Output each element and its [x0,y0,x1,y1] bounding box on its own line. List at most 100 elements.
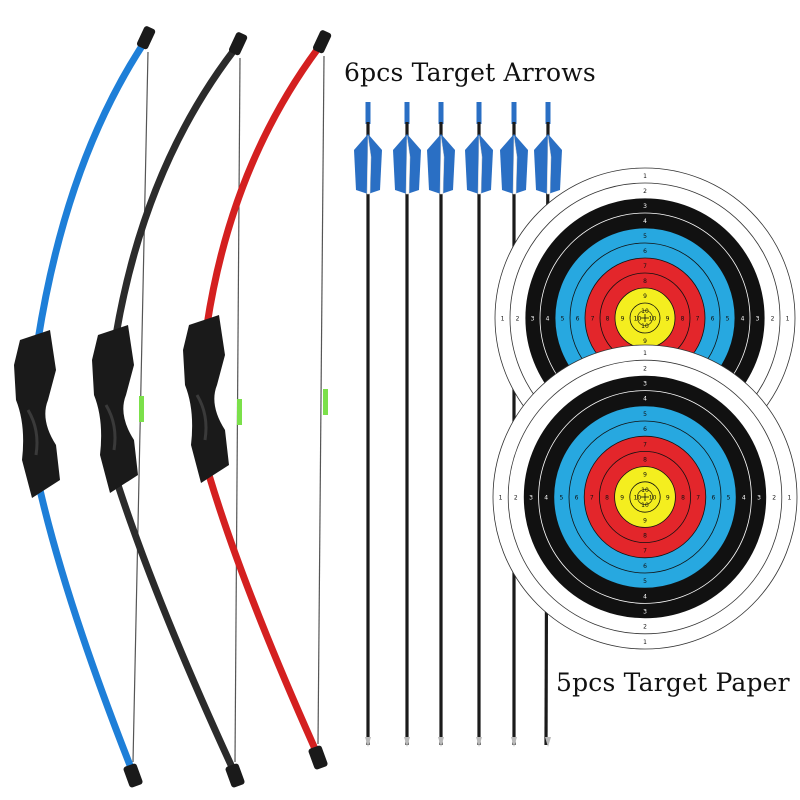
ring-number: 5 [561,316,565,323]
bow-limb [34,30,154,782]
ring-number: 9 [666,316,670,323]
ring-number: 6 [643,563,647,570]
ring-number: 2 [643,624,647,631]
string-nock-marker [139,396,144,422]
bow-grip [92,325,138,493]
ring-number: 4 [741,316,745,323]
ring-number: 10 [641,323,649,330]
ring-number: 6 [643,426,647,433]
arrow-icon [393,102,421,747]
ring-number: 7 [643,441,647,448]
ring-number: 1 [643,350,647,357]
ring-number: 6 [576,316,580,323]
arrow-point [365,737,371,747]
red-bow-icon [183,30,332,770]
bow-string [317,55,325,745]
target-paper-caption: 5pcs Target Paper [556,668,790,697]
bow-tip [225,763,245,788]
bow-grip [14,330,60,498]
arrow-fletching [465,134,479,194]
ring-number: 7 [591,316,595,323]
ring-number: 4 [544,495,548,502]
ring-number: 8 [605,495,609,502]
ring-number: 8 [643,457,647,464]
string-nock-marker [237,399,242,425]
bow-tip [308,745,328,770]
ring-number: 7 [643,263,647,270]
ring-number: 5 [559,495,563,502]
ring-number: 1 [643,639,647,646]
ring-number: 7 [696,495,700,502]
arrow-point [476,737,482,747]
ring-number: 7 [696,316,700,323]
bow-tip [136,26,156,50]
ring-number: 4 [546,316,550,323]
arrow-icon [354,102,382,747]
arrows-group [354,102,562,747]
ring-number: 6 [711,495,715,502]
arrow-point [404,737,410,747]
ring-number: 2 [771,316,775,323]
arrow-icon [427,102,455,747]
string-nock-marker [323,389,328,415]
arrow-fletching [500,134,514,194]
ring-number: 9 [620,495,624,502]
ring-number: 10 [641,487,649,494]
ring-number: 9 [643,338,647,345]
ring-number: 1 [501,316,505,323]
ring-number: 4 [643,593,647,600]
ring-number: 10 [634,495,642,502]
ring-number: 3 [757,495,761,502]
arrows-caption: 6pcs Target Arrows [344,58,596,87]
ring-number: 8 [643,278,647,285]
bow-tip [228,32,248,56]
ring-number: 4 [742,495,746,502]
ring-number: 5 [643,411,647,418]
ring-number: 2 [514,495,518,502]
ring-number: 9 [643,517,647,524]
arrow-point [438,737,444,747]
ring-number: 10 [641,308,649,315]
ring-number: 1 [786,316,790,323]
ring-number: 3 [643,609,647,616]
arrow-fletching [354,134,368,194]
ring-number: 10 [634,316,642,323]
arrow-fletching [427,134,441,194]
ring-number: 3 [756,316,760,323]
ring-number: 2 [643,365,647,372]
ring-number: 8 [606,316,610,323]
arrow-icon [465,102,493,747]
ring-number: 6 [643,248,647,255]
arrow-point [511,737,517,747]
ring-number: 4 [643,218,647,225]
ring-number: 3 [531,316,535,323]
ring-number: 6 [711,316,715,323]
ring-number: 6 [575,495,579,502]
ring-number: 9 [621,316,625,323]
blue-bow-icon [14,26,156,788]
ring-number: 2 [772,495,776,502]
ring-number: 8 [681,495,685,502]
ring-number: 5 [643,233,647,240]
ring-number: 1 [787,495,791,502]
bows-group [14,26,332,788]
ring-number: 8 [643,533,647,540]
ring-number: 8 [681,316,685,323]
ring-number: 10 [649,495,657,502]
ring-number: 5 [726,316,730,323]
ring-number: 1 [499,495,503,502]
arrow-point [545,737,551,747]
ring-number: 2 [643,188,647,195]
arrow-fletching [534,134,548,194]
bow-tip [312,30,332,54]
black-bow-icon [92,32,248,788]
ring-number: 5 [643,578,647,585]
ring-number: 3 [529,495,533,502]
ring-number: 9 [666,495,670,502]
ring-number: 4 [643,396,647,403]
ring-number: 10 [641,502,649,509]
ring-number: 3 [643,381,647,388]
targets-group: 1111222233334444555566667777888899991010… [492,167,798,650]
